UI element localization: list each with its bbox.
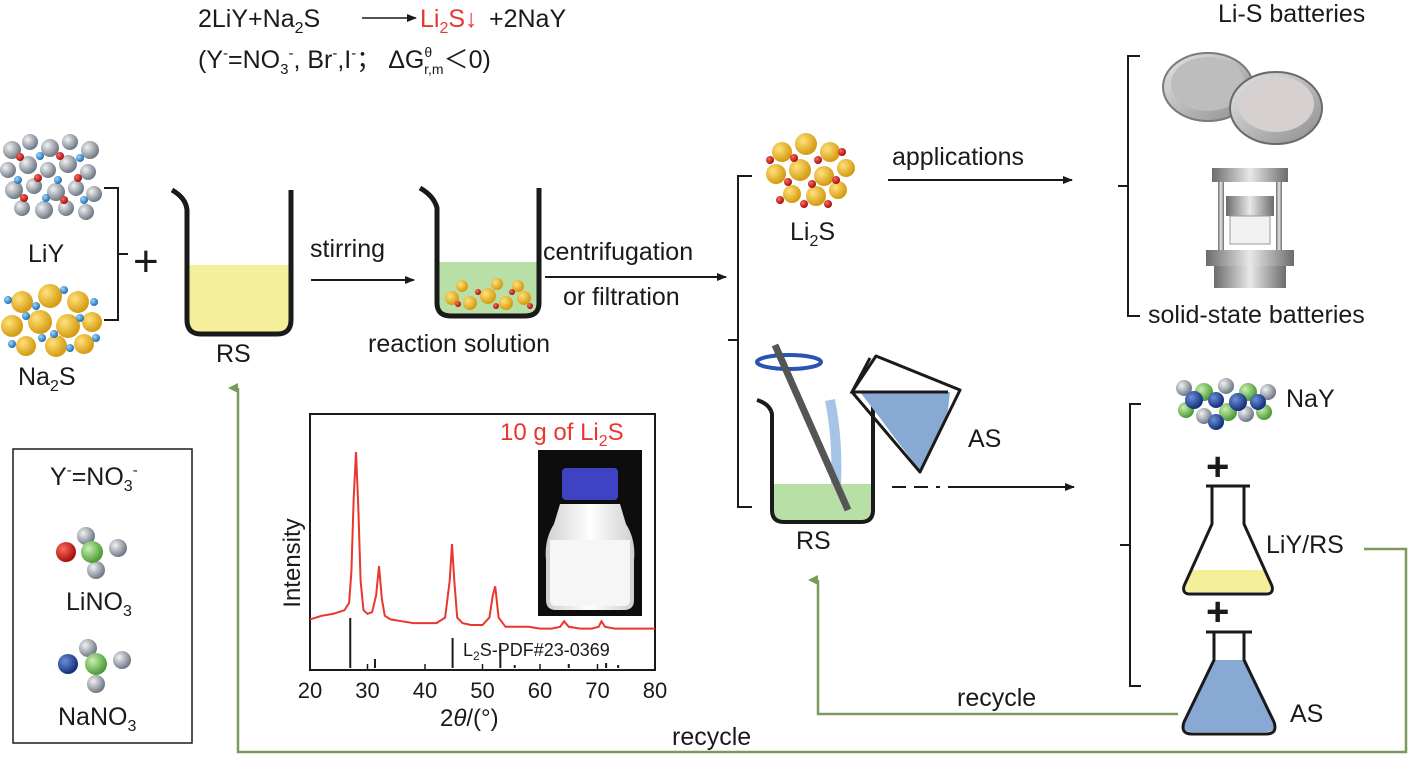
rs-recovered-label: RS	[796, 527, 831, 555]
x-tick-label: 70	[585, 678, 609, 703]
filtration-label: or filtration	[563, 283, 680, 311]
plus-sign-1: +	[1206, 445, 1229, 489]
li2s-crystal-icon	[766, 133, 855, 208]
nay-label: NaY	[1286, 385, 1335, 413]
liy-rs-flask-icon	[1182, 484, 1274, 596]
lis-batteries-label: Li-S batteries	[1218, 0, 1365, 28]
x-ticks: 20 30 40 50 60 70 80	[298, 664, 667, 703]
y-axis-label: Intensity	[279, 518, 306, 607]
solid-state-label: solid-state batteries	[1148, 301, 1365, 329]
recycle-outer-label: recycle	[672, 723, 751, 751]
recycle-inner-arrow	[808, 575, 1178, 716]
x-tick-label: 40	[413, 678, 437, 703]
na2s-label: Na2S	[18, 363, 76, 395]
x-tick-label: 80	[643, 678, 667, 703]
xrd-pattern-line	[309, 451, 655, 630]
x-tick-label: 60	[528, 678, 552, 703]
nano3-molecule-icon	[58, 639, 131, 693]
batteries-bracket	[1118, 55, 1140, 317]
as-pour-beaker-icon	[849, 354, 962, 474]
as-flask-icon	[1181, 630, 1277, 736]
plus-sign: +	[133, 237, 159, 286]
reference-label: L2S-PDF#23-0369	[463, 640, 610, 663]
x-tick-label: 20	[298, 678, 322, 703]
x-tick-label: 50	[470, 678, 494, 703]
x-axis-label: 2θ/(°)	[440, 705, 499, 732]
coin-cell-icon	[1162, 52, 1323, 145]
products-bracket	[1120, 403, 1141, 687]
liy-rs-label: LiY/RS	[1266, 531, 1344, 559]
centrifugation-label: centrifugation	[543, 238, 693, 266]
li2s-label: Li2S	[790, 218, 835, 250]
as-flask-label: AS	[1290, 700, 1323, 728]
legend-lino3-label: LiNO3	[66, 588, 132, 620]
reaction-beaker-icon	[418, 185, 542, 319]
recovery-beaker-icon	[755, 343, 875, 524]
recycle-outer-arrow	[228, 383, 1408, 754]
plus-sign-2: +	[1206, 590, 1229, 634]
reference-peaks	[349, 618, 620, 668]
equation-product: Li2S↓	[420, 5, 478, 37]
legend-nano3-label: NaNO3	[58, 703, 136, 735]
legend-box	[12, 448, 193, 744]
liy-label: LiY	[28, 240, 64, 268]
solid-state-cell-icon	[1206, 168, 1294, 288]
na2s-crystal-icon	[1, 284, 102, 357]
rs-beaker-icon	[170, 187, 294, 337]
applications-label: applications	[892, 143, 1024, 171]
liy-crystal-icon	[0, 134, 102, 220]
recycle-inner-label: recycle	[957, 684, 1036, 712]
equation-line: 2LiY+Na2S	[198, 5, 320, 37]
reaction-solution-label: reaction solution	[368, 330, 550, 358]
x-tick-label: 30	[355, 678, 379, 703]
xrd-chart: 20 30 40 50 60 70 80 Intensity 2θ/(°) 10 g of …	[279, 413, 667, 732]
split-bracket	[728, 175, 752, 508]
as-beaker-label: AS	[968, 425, 1001, 453]
linoa-molecule-icon	[56, 527, 127, 579]
reactant-bracket	[104, 187, 128, 321]
rs-beaker-label: RS	[216, 340, 251, 368]
legend-y-label: Y-=NO3-	[50, 462, 138, 495]
inset-title: 10 g of Li2S	[500, 419, 624, 450]
equation-rhs: +2NaY	[489, 5, 566, 33]
nay-crystal-icon	[1176, 378, 1276, 430]
li2s-bottle-photo	[538, 450, 642, 616]
stirring-label: stirring	[310, 235, 385, 263]
